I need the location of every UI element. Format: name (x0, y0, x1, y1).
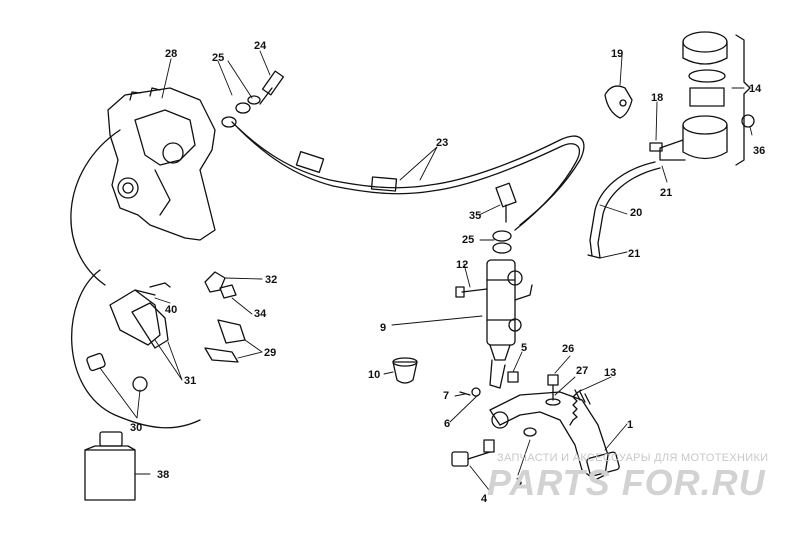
callout-1: 1 (627, 419, 633, 431)
banjo-bolt-24 (259, 70, 285, 105)
callout-10: 10 (368, 369, 380, 381)
callout-32: 32 (265, 274, 277, 286)
callout-7: 7 (443, 390, 449, 402)
callout-35: 35 (469, 210, 481, 222)
callout-25b: 25 (462, 234, 474, 246)
watermark-brand: PARTS FOR.RU (487, 462, 766, 503)
spring-13 (569, 389, 582, 426)
pivot-bolt-4 (451, 451, 491, 467)
callout-labels: 1 3 4 5 6 7 9 10 12 13 14 18 19 20 21 21… (130, 40, 765, 505)
callout-24: 24 (254, 40, 267, 52)
fluid-bottle-38 (84, 431, 136, 501)
bolt-18 (649, 142, 663, 152)
callout-19: 19 (611, 48, 623, 60)
nut-36 (741, 114, 755, 128)
callout-36: 36 (753, 145, 765, 157)
pins-30 (86, 352, 148, 392)
bolt-26 (547, 374, 559, 401)
pin-6-7 (459, 387, 481, 397)
callout-40: 40 (165, 304, 177, 316)
callout-27: 27 (576, 365, 588, 377)
callout-6: 6 (444, 418, 450, 430)
brake-pedal (489, 389, 620, 481)
callout-25a: 25 (212, 52, 224, 64)
brake-caliper (107, 87, 216, 241)
pad-pin-40 (134, 282, 171, 296)
callout-3: 3 (516, 476, 522, 488)
callout-9: 9 (380, 322, 386, 334)
hose-20 (587, 161, 661, 259)
brake-hose-23 (231, 121, 585, 231)
callout-20: 20 (630, 207, 642, 219)
washer-27 (545, 398, 561, 406)
callout-28: 28 (165, 48, 177, 60)
callout-21a: 21 (660, 187, 672, 199)
spring-plate-29 (204, 319, 246, 363)
clip-19 (604, 85, 633, 119)
washers-25-top (221, 95, 261, 128)
callout-30: 30 (130, 422, 142, 434)
bolt-5 (507, 371, 519, 383)
watermark-subtitle: ЗАПЧАСТИ И АКСЕССУАРЫ ДЛЯ МОТОТЕХНИКИ (497, 452, 769, 464)
callout-26: 26 (562, 343, 574, 355)
callout-18: 18 (651, 92, 663, 104)
master-cylinder (486, 259, 533, 389)
reservoir-14 (659, 31, 751, 166)
clip-32 (204, 271, 226, 293)
callout-14: 14 (749, 83, 762, 95)
fitting-35 (492, 182, 517, 254)
callout-34: 34 (254, 308, 267, 320)
callout-13: 13 (604, 367, 616, 379)
callout-4: 4 (481, 493, 488, 505)
brake-pads (109, 289, 169, 349)
callout-38: 38 (157, 469, 169, 481)
callout-31: 31 (184, 375, 196, 387)
callout-21b: 21 (628, 248, 640, 260)
leader-lines (99, 50, 753, 491)
callout-23: 23 (436, 137, 448, 149)
callout-29: 29 (264, 347, 276, 359)
group-arc (70, 129, 201, 429)
clip-34 (219, 284, 237, 299)
bush-3 (483, 427, 537, 453)
cap-10 (392, 357, 418, 384)
callout-12: 12 (456, 259, 468, 271)
callout-5: 5 (521, 342, 527, 354)
bolt-12 (455, 286, 488, 298)
